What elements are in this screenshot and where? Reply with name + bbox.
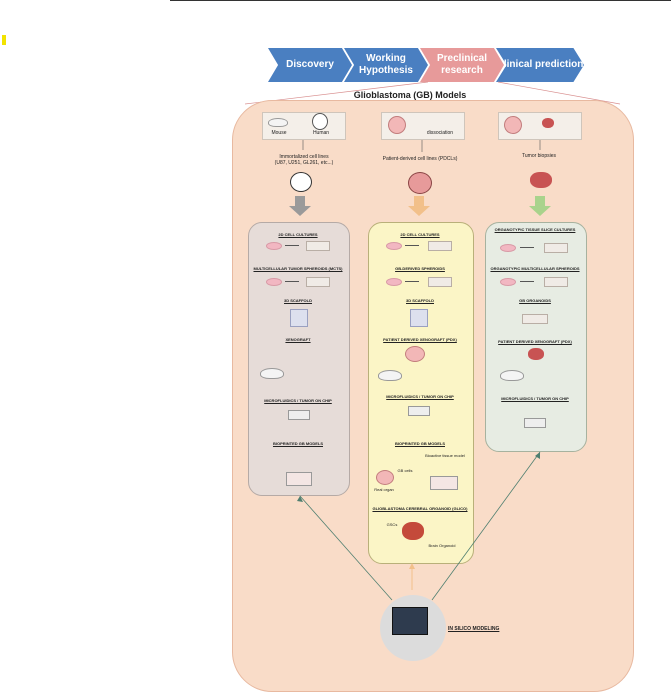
real-organ-icon xyxy=(376,470,394,485)
in-silico-label: IN SILICO MODELING xyxy=(448,626,500,632)
petri-dish-icon xyxy=(386,278,402,286)
arrow-icon xyxy=(520,247,534,248)
mid-label-bioprinted: BIOPRINTED GB MODELS xyxy=(394,441,445,446)
column-patient-derived-models xyxy=(368,222,474,564)
step-clinical-prediction: Clinical prediction xyxy=(496,48,584,82)
mouse-icon xyxy=(500,370,524,381)
chip-icon xyxy=(408,406,430,416)
column-immortalized-models xyxy=(248,222,350,496)
arrow-icon xyxy=(405,281,419,282)
mid-label-scaffold: 3D SCAFFOLD xyxy=(406,298,434,303)
left-label-mcts: MULTICELLULAR TUMOR SPHEROIDS (MCTS) xyxy=(253,266,343,271)
scaffold-cube-icon xyxy=(290,309,308,327)
brain-icon-right xyxy=(504,116,522,134)
cell-cluster-icon-middle xyxy=(408,172,432,194)
gb-cells-label: GB cells xyxy=(397,468,413,473)
mouse-icon xyxy=(378,370,402,381)
mid-label-glico: GLIOBLASTOMA CEREBRAL ORGANOID (GLICO) xyxy=(372,506,468,511)
left-label-2d: 2D CELL CULTURES xyxy=(278,232,318,237)
human-label: Human xyxy=(312,130,330,136)
organoid-plate-icon xyxy=(522,314,548,324)
real-organ-label: Real organ xyxy=(374,487,394,492)
right-label-microfluidics: MICROFLUIDICS / TUMOR ON CHIP xyxy=(501,396,569,401)
petri-dish-icon xyxy=(266,278,282,286)
pdcl-caption: Patient-derived cell lines (PDCLs) xyxy=(382,156,458,162)
diagram-title: Glioblastoma (GB) Models xyxy=(353,90,467,100)
brain-organoid-icon xyxy=(402,522,424,540)
well-plate-icon xyxy=(544,243,568,253)
right-label-organoids: GB ORGANOIDS xyxy=(519,298,551,303)
left-label-bioprinted: BIOPRINTED GB MODELS xyxy=(272,441,323,446)
bioprinter-icon xyxy=(286,472,312,486)
mid-label-pdx: PATIENT DERIVED XENOGRAFT (PDX) xyxy=(383,337,457,342)
gscs-label: GSCs xyxy=(386,522,398,527)
left-label-microfluidics: MICROFLUIDICS / TUMOR ON CHIP xyxy=(264,398,332,403)
mouse-icon xyxy=(260,368,284,379)
chip-icon xyxy=(524,418,546,428)
biopsy-tissue-icon xyxy=(542,118,554,128)
monitor-icon xyxy=(392,607,428,635)
mouse-icon xyxy=(268,118,288,127)
well-plate-icon xyxy=(306,241,330,251)
cell-cluster-icon-left xyxy=(290,172,312,192)
well-plate-icon xyxy=(544,277,568,287)
step-discovery: Discovery xyxy=(268,48,352,82)
brain-icon-middle xyxy=(388,116,406,134)
bioactive-label: Bioactive tissue model xyxy=(425,453,465,458)
arrow-icon xyxy=(285,245,299,246)
mid-label-2d: 2D CELL CULTURES xyxy=(400,232,440,237)
arrow-icon xyxy=(285,281,299,282)
mid-label-spheroids: GB-DERIVED SPHEROIDS xyxy=(395,266,445,271)
right-label-pdx: PATIENT DERIVED XENOGRAFT (PDX) xyxy=(498,339,572,344)
right-label-slice-culture: ORGANOTYPIC TISSUE SLICE CULTURES xyxy=(494,227,576,232)
petri-dish-icon xyxy=(500,278,516,286)
chip-icon xyxy=(288,410,310,420)
well-plate-icon xyxy=(428,277,452,287)
petri-dish-icon xyxy=(500,244,516,252)
right-label-multicellular: ORGANOTYPIC MULTICELLULAR SPHEROIDS xyxy=(490,266,580,271)
column-biopsy-models xyxy=(485,222,587,452)
bioprinter-icon xyxy=(430,476,458,490)
brain-organoid-label: Brain Organoid xyxy=(428,543,456,548)
left-label-scaffold: 3D SCAFFOLD xyxy=(284,298,312,303)
well-plate-icon xyxy=(428,241,452,251)
dissociation-label: dissociation xyxy=(426,130,454,136)
petri-dish-icon xyxy=(386,242,402,250)
left-label-xenograft: XENOGRAFT xyxy=(285,337,311,342)
immortalized-lines-caption: Immortalized cell lines (U87, U251, GL26… xyxy=(274,154,334,166)
step-preclinical-research: Preclinical research xyxy=(420,48,504,82)
scaffold-cube-icon xyxy=(410,309,428,327)
tumor-biopsy-icon xyxy=(530,172,552,188)
mouse-label: Mouse xyxy=(271,130,287,136)
human-head-icon xyxy=(312,113,328,130)
well-plate-icon xyxy=(306,277,330,287)
mid-label-microfluidics: MICROFLUIDICS / TUMOR ON CHIP xyxy=(386,394,454,399)
highlight-marker xyxy=(2,35,6,45)
top-rule xyxy=(170,0,671,1)
brain-tumor-icon xyxy=(405,346,425,362)
step-working-hypothesis: Working Hypothesis xyxy=(344,48,428,82)
arrow-icon xyxy=(405,245,419,246)
petri-dish-icon xyxy=(266,242,282,250)
tumor-biopsies-caption: Tumor biopsies xyxy=(522,153,556,159)
tumor-icon xyxy=(528,348,544,360)
arrow-icon xyxy=(520,281,534,282)
